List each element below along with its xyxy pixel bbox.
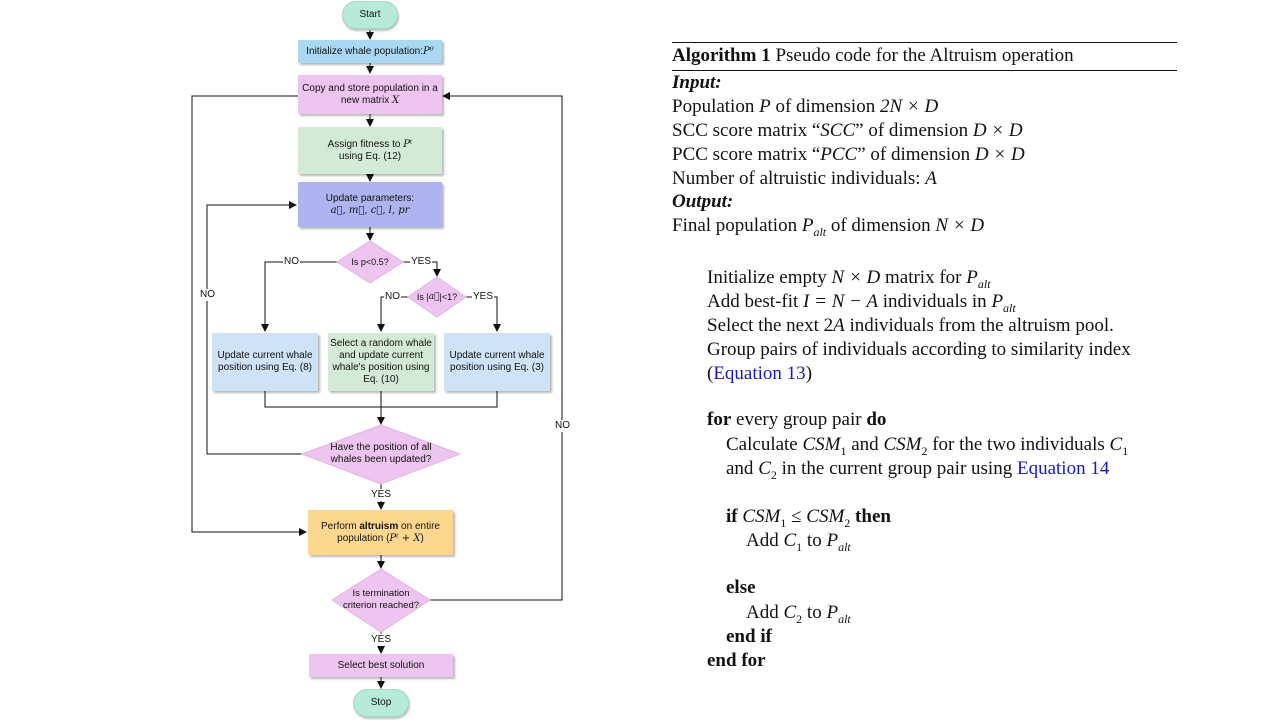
step-group-pairs: Group pairs of individuals according to … [707, 339, 1131, 360]
altruism-text2: on entire population ( [337, 520, 440, 544]
p-yes-label: YES [410, 256, 433, 268]
top-rule [672, 42, 1177, 43]
input-line-1: Population P of dimension 2N × D [672, 96, 939, 117]
a-check-text1: Is | [416, 292, 429, 302]
input-line-2: SCC score matrix “SCC” of dimension D × … [672, 120, 1023, 141]
fitness-text: Assign fitness to [327, 138, 404, 150]
termination-label: Is termination criterion reached? [342, 588, 420, 611]
fitness-node: Assign fitness to Pᵗ using Eq. (12) [298, 127, 442, 174]
decision-a-diamond [407, 276, 467, 318]
a-check-math: a⃗ [428, 292, 440, 302]
step-select-next: Select the next 2A individuals from the … [707, 315, 1114, 336]
input-line-3: PCC score matrix “PCC” of dimension D × … [672, 144, 1025, 165]
init-node: Initialize whale population: P⁰ [298, 40, 442, 63]
equation-14-link[interactable]: Equation 14 [1016, 458, 1110, 479]
left-no-label: NO [199, 289, 216, 301]
copy-node: Copy and store population in a new matri… [298, 75, 442, 114]
altruism-node: Perform altruism on entire population (P… [308, 510, 453, 555]
init-math: P⁰ [423, 45, 434, 57]
step-group-pairs-ref: (Equation 13) [707, 363, 813, 384]
end-if-line: end if [726, 626, 772, 647]
else-line: else [726, 577, 756, 598]
calculate-line: Calculate CSM1 and CSM2 for the two indi… [726, 434, 1129, 458]
decision-p-diamond [336, 240, 404, 284]
output-line: Final population Palt of dimension N × D [672, 215, 985, 239]
input-label: Input: [672, 72, 722, 93]
algorithm-panel: Algorithm 1 Pseudo code for the Altruism… [672, 42, 1177, 682]
a-check-text2: |<1? [439, 292, 458, 302]
a-yes-label: YES [472, 291, 495, 303]
equation-13-link[interactable]: Equation 13 [713, 363, 806, 384]
edge-term-no [430, 92, 563, 601]
algorithm-number: Algorithm 1 [672, 45, 771, 66]
edge-allupdated-no [206, 201, 302, 455]
if-line: if CSM1 ≤ CSM2 then [726, 506, 891, 530]
calculate-line-2: and C2 in the current group pair using E… [726, 458, 1110, 482]
edge-pcheck-no [261, 261, 338, 332]
step-add-best: Add best-fit I = N − A individuals in Pa… [707, 291, 1016, 315]
params-node: Update parameters: a⃗, m⃗, c⃗, l, pr [298, 182, 442, 227]
add-c2-line: Add C2 to Palt [746, 602, 851, 626]
for-line: for every group pair do [707, 409, 887, 430]
params-math: a⃗, m⃗, c⃗, l, pr [330, 204, 410, 216]
fitness-math: Pᵗ [403, 138, 413, 150]
init-text: Initialize whale population: [306, 45, 423, 57]
altruism-math: Pᵗ + X [389, 532, 421, 544]
step-initialize: Initialize empty N × D matrix for Palt [707, 267, 991, 291]
input-line-4: Number of altruistic individuals: A [672, 168, 937, 189]
all-updated-label: Have the position of all whales been upd… [330, 442, 432, 465]
p-no-label: NO [283, 256, 300, 268]
flowchart-connectors [191, 30, 563, 689]
add-c1-line: Add C1 to Palt [746, 530, 851, 554]
a-check-label: Is |a⃗|<1? [408, 290, 466, 304]
altruism-bold: altruism [359, 520, 399, 532]
copy-math: X [392, 94, 400, 106]
algorithm-title: Algorithm 1 Pseudo code for the Altruism… [672, 45, 1074, 67]
algorithm-title-text: Pseudo code for the Altruism operation [775, 45, 1074, 66]
whale-flowchart: Start Initialize whale population: P⁰ Co… [191, 1, 571, 717]
best-solution-node: Select best solution [309, 654, 453, 677]
edge-copy-altruism [191, 95, 307, 536]
update-eq8-node: Update current whale position using Eq. … [212, 333, 318, 391]
p-check-label: Is p<0.5? [351, 257, 389, 267]
start-node: Start [342, 1, 398, 29]
decision-term-diamond [331, 568, 431, 633]
altruism-text1: Perform [321, 520, 360, 532]
title-rule [672, 70, 1177, 71]
params-text: Update parameters: [325, 192, 415, 204]
update-eq3-node: Update current whale position using Eq. … [444, 333, 550, 391]
output-label: Output: [672, 191, 734, 212]
term-yes-label: YES [370, 634, 393, 646]
end-for-line: end for [707, 650, 766, 671]
decision-all-diamond [300, 424, 462, 485]
copy-text: Copy and store population in a new matri… [302, 82, 438, 106]
altruism-text3: ) [420, 532, 424, 544]
fitness-text2: using Eq. (12) [338, 150, 402, 162]
a-no-label: NO [384, 291, 401, 303]
all-yes-label: YES [370, 489, 393, 501]
stop-node: Stop [353, 689, 409, 717]
right-no-label: NO [554, 420, 571, 432]
update-eq10-node: Select a random whale and update current… [328, 333, 434, 391]
